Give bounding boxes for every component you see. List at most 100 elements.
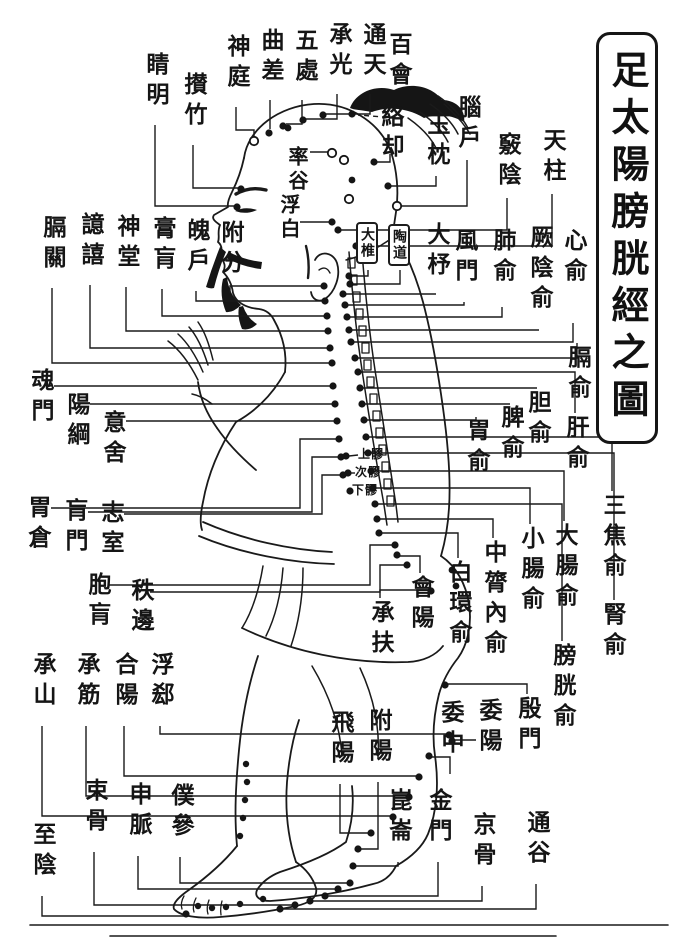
acupoint-label: 承扶 bbox=[367, 600, 393, 660]
leader-line bbox=[137, 856, 335, 890]
acupoint-dot bbox=[347, 338, 355, 346]
leader-line bbox=[125, 287, 331, 332]
acupoint-dot bbox=[321, 297, 329, 305]
acupoint-label: 風門 bbox=[451, 228, 477, 288]
hair-strands bbox=[408, 96, 470, 148]
acupoint-dot bbox=[328, 359, 336, 367]
acupoint-dot bbox=[182, 910, 190, 918]
acupoint-dot bbox=[441, 681, 449, 689]
acupoint-label: 膈關 bbox=[39, 215, 65, 275]
rear-foot bbox=[256, 786, 396, 901]
acupoint-dot bbox=[360, 416, 368, 424]
acupoint-dot bbox=[375, 529, 383, 537]
leader-line bbox=[150, 564, 404, 593]
leader-line bbox=[195, 291, 328, 302]
acupoint-label: 肝俞 bbox=[562, 415, 588, 475]
acupoint-dot bbox=[369, 484, 377, 492]
acupoint-dot bbox=[279, 122, 287, 130]
leader-line bbox=[367, 417, 477, 421]
acupoint-dot bbox=[364, 449, 372, 457]
ground-lines bbox=[30, 925, 668, 936]
acupoint-dot bbox=[351, 354, 359, 362]
acupoint-label: 志室 bbox=[97, 500, 123, 560]
acupoint-label: 崑崙 bbox=[385, 788, 411, 848]
acupoint-label: 竅陰 bbox=[494, 132, 520, 192]
leader-line bbox=[235, 107, 255, 137]
leader-line bbox=[229, 285, 327, 293]
leader-line bbox=[400, 555, 421, 573]
acupoint-label: 京骨 bbox=[469, 812, 495, 872]
sash-folds bbox=[242, 566, 303, 646]
acupoint-label: 附分 bbox=[217, 220, 243, 280]
acupoint-label: 飛陽 bbox=[327, 710, 353, 770]
face-profile bbox=[213, 158, 274, 320]
acupoint-label: 小腸俞 bbox=[517, 526, 543, 616]
leader-line bbox=[350, 307, 503, 318]
acupoint-label: 脾俞 bbox=[497, 405, 523, 465]
acupoint-dot bbox=[367, 467, 375, 475]
acupoint-dot bbox=[371, 500, 379, 508]
chin-tuft bbox=[238, 306, 257, 330]
acupoint-dot bbox=[448, 737, 456, 745]
acupoint-label: 睛明 bbox=[142, 52, 168, 112]
vertebrae bbox=[348, 258, 394, 506]
forearm bbox=[217, 428, 256, 470]
leader-line bbox=[382, 532, 459, 558]
leader-line bbox=[348, 454, 359, 457]
acupoint-label: 次髎 bbox=[355, 465, 382, 479]
leader-line bbox=[88, 456, 344, 513]
acupoint-label: 曲差 bbox=[257, 28, 283, 88]
sash-upper bbox=[203, 522, 332, 552]
acupoint-dot bbox=[356, 384, 364, 392]
head-outline bbox=[244, 104, 397, 232]
acupoint-label: 率谷 bbox=[285, 146, 309, 194]
acupoint-dot bbox=[358, 400, 366, 408]
acupoint-dot bbox=[384, 182, 392, 190]
belly-line bbox=[201, 372, 285, 530]
acupoint-dot bbox=[391, 200, 403, 212]
acupoint-label: 上髎 bbox=[358, 447, 385, 461]
leader-line bbox=[93, 852, 292, 906]
eye bbox=[235, 208, 257, 213]
acupoint-label: 殷門 bbox=[514, 696, 540, 756]
decorative-dots bbox=[194, 124, 460, 912]
leader-line bbox=[339, 784, 368, 834]
acupoint-label: 百會 bbox=[385, 32, 411, 92]
acupoint-label: 合陽 bbox=[111, 652, 137, 712]
acupoint-label: 神庭 bbox=[223, 34, 249, 94]
leader-line bbox=[85, 726, 406, 797]
acupoint-dot bbox=[328, 218, 336, 226]
acupoint-dot bbox=[326, 344, 334, 352]
hair-mass bbox=[350, 85, 465, 122]
leader-line bbox=[400, 160, 468, 207]
acupoint-dot bbox=[405, 793, 413, 801]
acupoint-dots bbox=[182, 110, 456, 918]
acupoint-dot bbox=[291, 901, 299, 909]
leader-line bbox=[448, 683, 528, 694]
acupoint-label: 肓門 bbox=[61, 498, 87, 558]
diagram-title: 足太陽膀胱經之圖 bbox=[596, 32, 658, 444]
acupoint-label: 附陽 bbox=[365, 708, 391, 768]
acupoint-dot bbox=[299, 116, 307, 124]
acupoint-dot bbox=[339, 290, 347, 298]
acupoint-dot bbox=[321, 892, 329, 900]
acupoint-label: 胆俞 bbox=[524, 390, 550, 450]
leader-line bbox=[306, 94, 338, 120]
leader-line bbox=[358, 343, 578, 359]
acupoint-dot bbox=[425, 752, 433, 760]
spine-right-edge bbox=[362, 252, 398, 522]
acupoint-dot bbox=[319, 111, 327, 119]
leader-line bbox=[159, 726, 446, 735]
acupoint-dot bbox=[324, 327, 332, 335]
acupoint-label: 魄戶 bbox=[183, 218, 209, 278]
acupoint-label: 胃俞 bbox=[463, 418, 489, 478]
front-foot bbox=[174, 846, 317, 918]
acupoint-label: 膀胱俞 bbox=[549, 643, 575, 733]
acupoint-dot bbox=[346, 487, 354, 495]
leader-line bbox=[356, 862, 399, 867]
acupoint-label: 絡却 bbox=[377, 104, 403, 164]
acupoint-dot bbox=[248, 135, 260, 147]
rear-leg bbox=[396, 694, 439, 866]
leader-line bbox=[51, 288, 335, 364]
